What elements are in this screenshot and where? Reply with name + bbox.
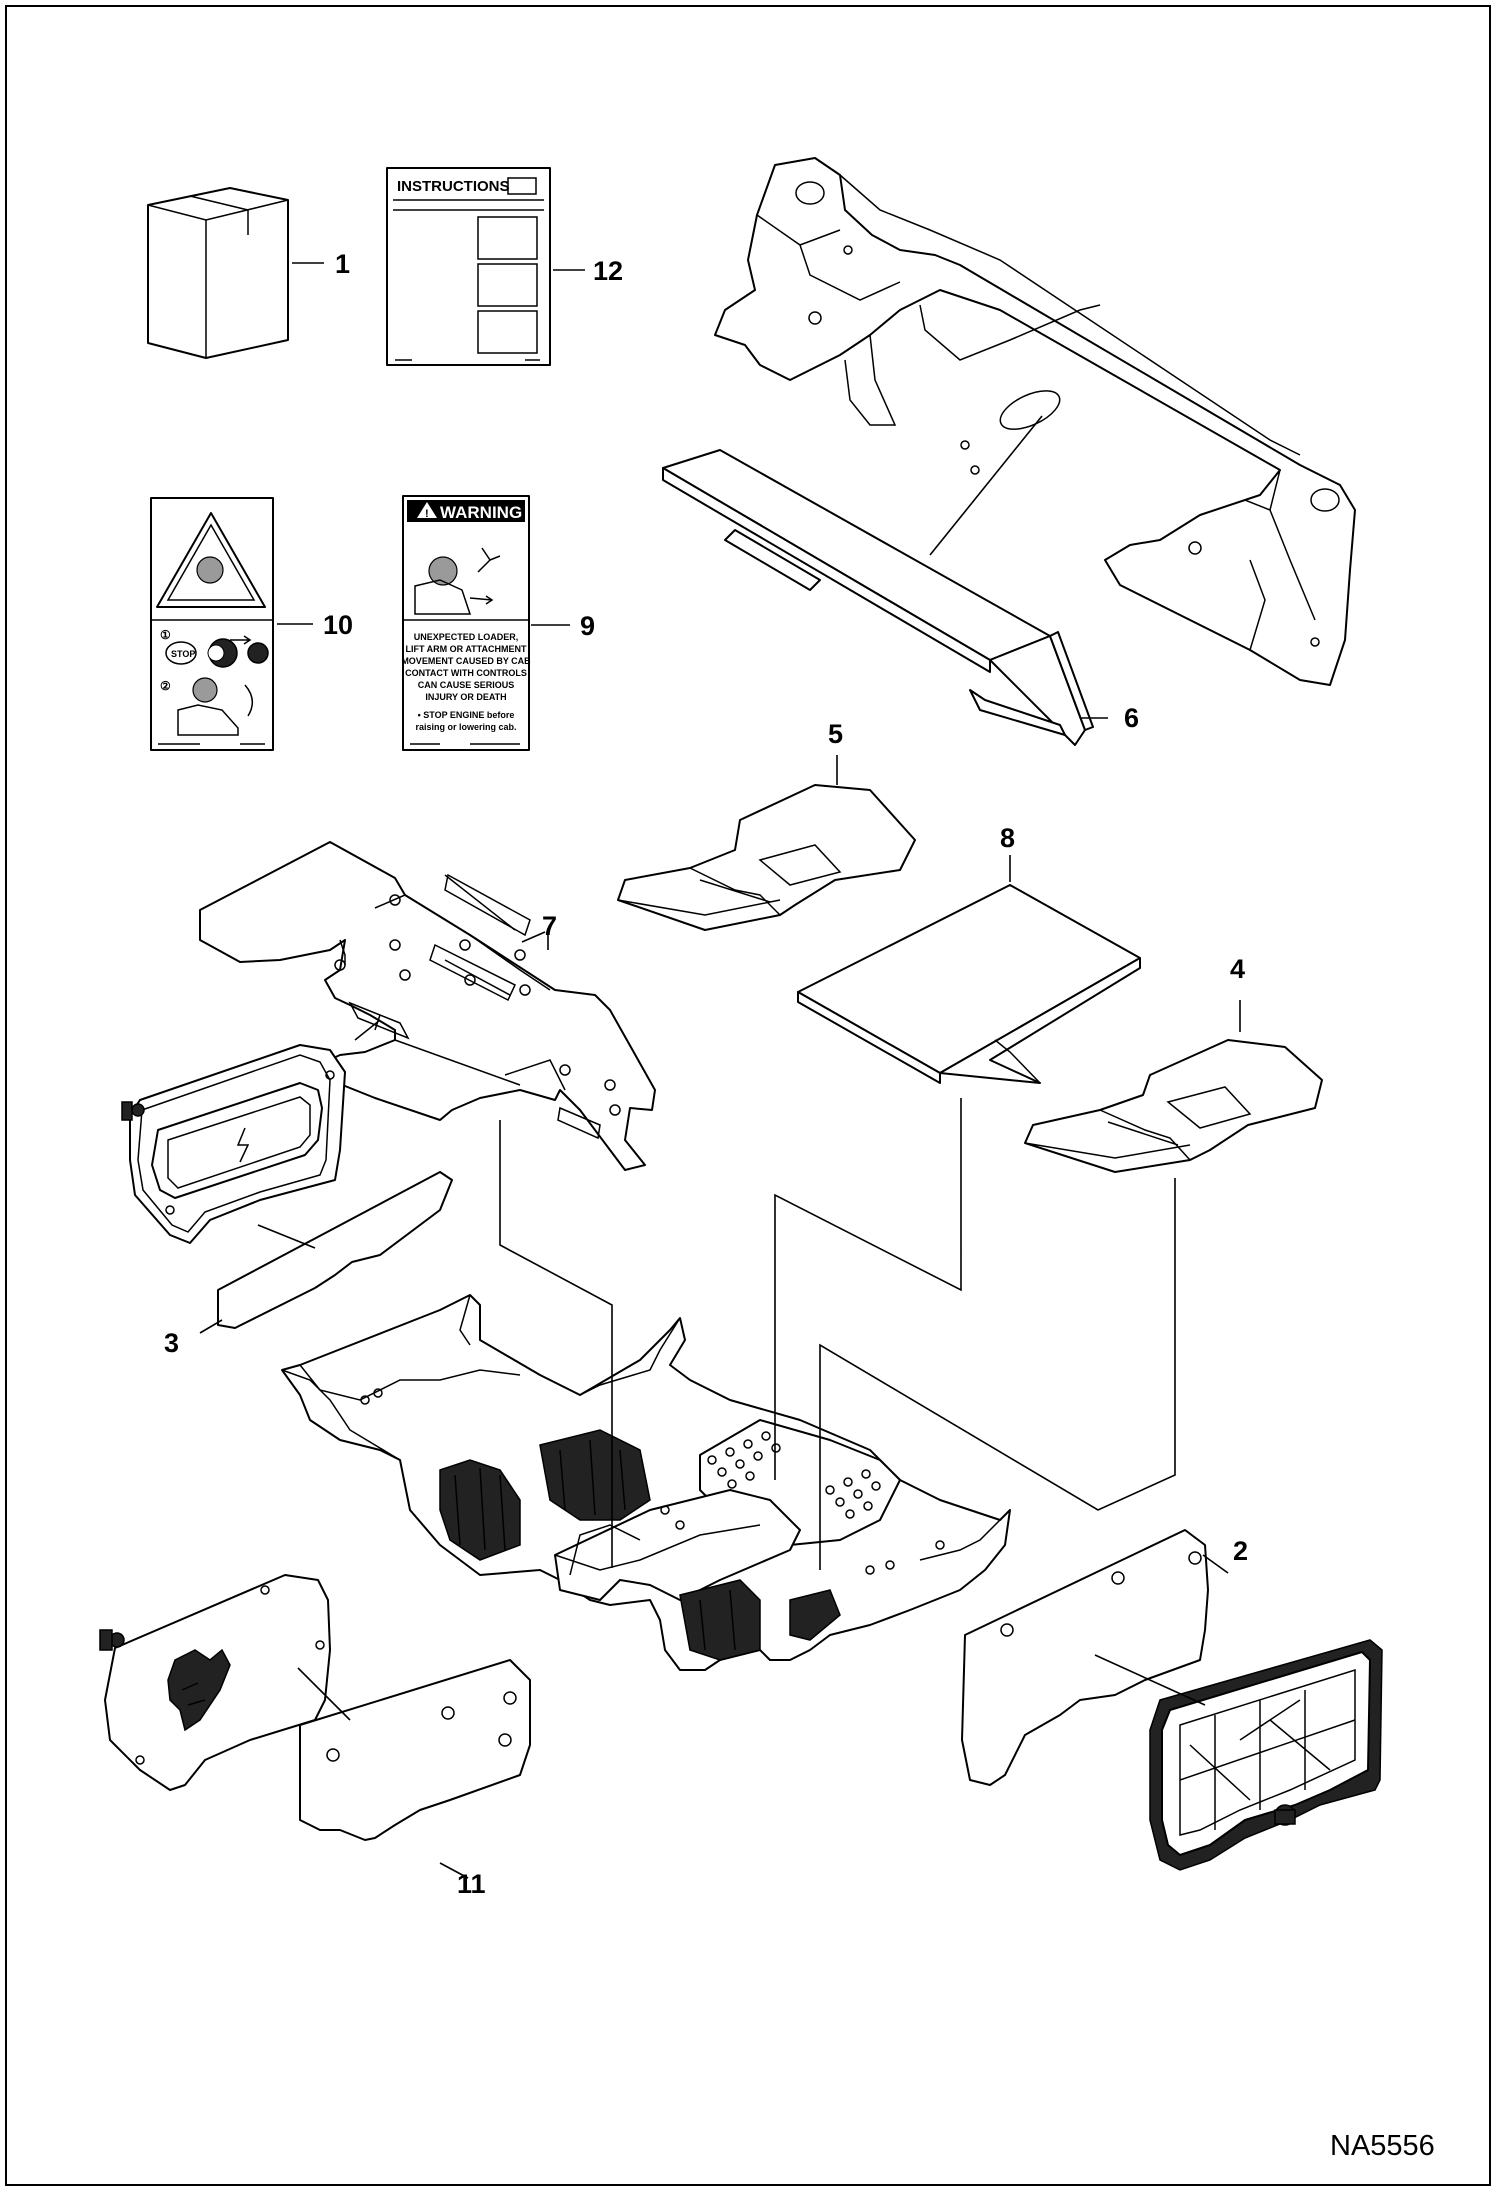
pedal-pad-5 xyxy=(617,784,916,931)
warning-title: WARNING xyxy=(440,503,522,522)
foam-panel-2 xyxy=(961,1529,1209,1786)
foam-piece-7 xyxy=(199,841,656,1171)
cab-support-frame xyxy=(714,157,1356,686)
left-side-panel-upper xyxy=(121,1044,346,1244)
leader-7-to-floor xyxy=(499,1120,613,1568)
document-id: NA5556 xyxy=(1330,2130,1435,2162)
warning-instruction-2: raising or lowering cab. xyxy=(415,722,516,732)
leader-7-tick xyxy=(521,931,546,943)
decal-step-1: ① xyxy=(160,628,171,642)
warning-line-3: MOVEMENT CAUSED BY CAB xyxy=(401,656,531,666)
left-side-panel-lower xyxy=(99,1574,331,1791)
callout-10: 10 xyxy=(323,610,353,640)
callout-4: 4 xyxy=(1230,954,1245,984)
callout-11: 11 xyxy=(457,1869,486,1899)
callout-7: 7 xyxy=(542,911,557,941)
right-side-panel xyxy=(1149,1639,1383,1871)
leader-3 xyxy=(199,1319,223,1334)
svg-text:!: ! xyxy=(425,508,429,520)
warning-line-6: INJURY OR DEATH xyxy=(425,692,506,702)
foam-panel-11 xyxy=(299,1659,531,1841)
leader-11-inner xyxy=(297,1667,351,1721)
box-part xyxy=(147,187,289,359)
floor-mat-8 xyxy=(797,884,1141,1084)
callout-6: 6 xyxy=(1124,703,1139,733)
callout-1: 1 xyxy=(335,249,350,279)
leader-2-inner xyxy=(1094,1654,1206,1706)
warning-line-1: UNEXPECTED LOADER, xyxy=(414,632,519,642)
callout-8: 8 xyxy=(1000,823,1015,853)
warning-line-4: CONTACT WITH CONTROLS xyxy=(405,668,527,678)
decal-step-2: ② xyxy=(160,679,171,693)
floor-holes xyxy=(707,1431,881,1519)
callout-2: 2 xyxy=(1233,1536,1248,1566)
callout-3: 3 xyxy=(164,1328,179,1358)
foam-pad-6 xyxy=(662,449,1094,746)
leader-6-upper xyxy=(929,415,1043,556)
leader-2 xyxy=(1202,1554,1229,1574)
leader-4-to-floor xyxy=(819,1178,1176,1570)
foam-strip-3 xyxy=(217,1171,453,1329)
leader-8-to-floor xyxy=(774,1098,962,1480)
callout-5: 5 xyxy=(828,719,843,749)
stop-engine-decal: ① STOP ② xyxy=(150,497,274,751)
pedal-pad-4 xyxy=(1024,1039,1323,1173)
warning-decal: ! WARNING UNEXPECTED LOADER, LIFT ARM OR… xyxy=(401,495,531,751)
callout-9: 9 xyxy=(580,611,595,641)
warning-instruction-1: • STOP ENGINE before xyxy=(418,710,515,720)
cab-floor-pan xyxy=(281,1294,1011,1671)
instructions-card: INSTRUCTIONS xyxy=(386,167,551,366)
warning-line-5: CAN CAUSE SERIOUS xyxy=(418,680,515,690)
stop-label: STOP xyxy=(171,649,195,659)
callout-12: 12 xyxy=(593,256,623,286)
leader-11 xyxy=(439,1862,469,1879)
warning-line-2: LIFT ARM OR ATTACHMENT xyxy=(406,644,527,654)
leader-3-inner xyxy=(257,1224,316,1249)
instructions-title: INSTRUCTIONS xyxy=(397,178,510,195)
